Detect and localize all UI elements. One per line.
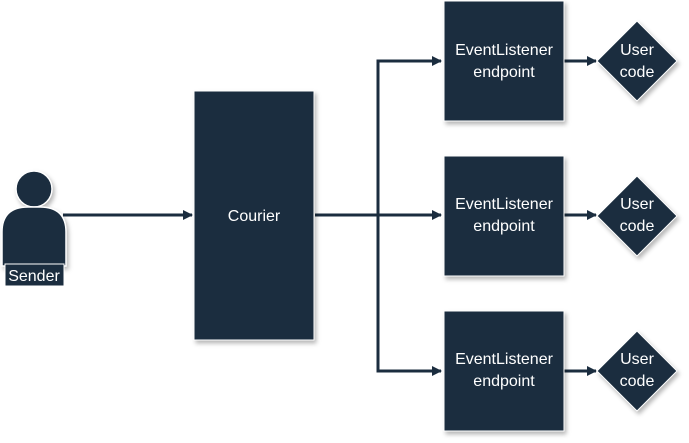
user-code-label-line2: code — [620, 64, 655, 81]
person-icon — [1, 170, 67, 267]
event-listener-label: EventListener — [455, 196, 554, 213]
user-code-label-line1: User — [620, 351, 654, 368]
listener-node-3: EventListener endpoint User code — [443, 310, 678, 432]
courier-node: Courier — [193, 90, 315, 341]
user-code-diamond — [596, 175, 678, 257]
event-listener-endpoint-box — [443, 310, 565, 432]
sender-label-background — [4, 263, 65, 287]
event-listener-label: EventListener — [455, 351, 554, 368]
courier-to-listener-1-connector — [315, 56, 442, 217]
courier-to-listener-3-connector — [315, 213, 442, 376]
connectors — [63, 56, 597, 376]
event-listener-label: EventListener — [455, 42, 554, 59]
endpoint-label: endpoint — [473, 373, 535, 390]
courier-box — [193, 90, 315, 341]
event-listener-endpoint-box — [443, 155, 565, 277]
sender-label: Sender — [8, 268, 60, 285]
listener-node-1: EventListener endpoint User code — [443, 0, 678, 122]
endpoint-label: endpoint — [473, 218, 535, 235]
user-code-label-line2: code — [620, 218, 655, 235]
listener-node-2: EventListener endpoint User code — [443, 155, 678, 277]
user-code-label-line2: code — [620, 373, 655, 390]
user-code-diamond — [596, 20, 678, 102]
courier-label: Courier — [228, 208, 281, 225]
user-code-diamond — [596, 330, 678, 412]
sender-node: Sender — [1, 170, 67, 287]
event-listener-endpoint-box — [443, 0, 565, 122]
endpoint-label: endpoint — [473, 64, 535, 81]
user-code-label-line1: User — [620, 42, 654, 59]
user-code-label-line1: User — [620, 196, 654, 213]
